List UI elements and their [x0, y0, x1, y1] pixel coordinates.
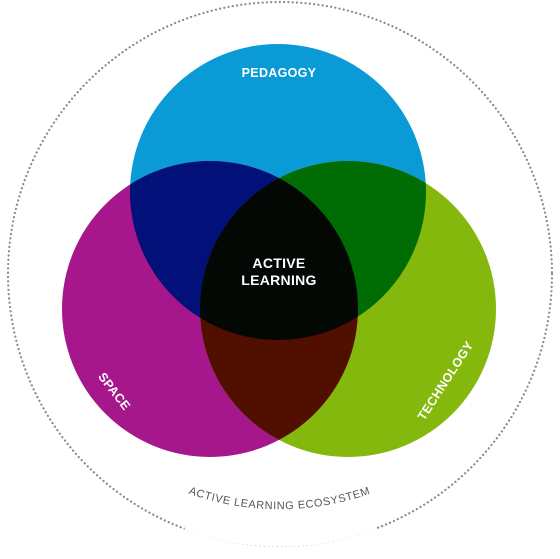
active-learning-center [200, 161, 358, 340]
ecosystem-label-path: ACTIVE LEARNING ECOSYSTEM [187, 485, 371, 512]
center-label-line1: ACTIVE [252, 255, 305, 271]
ecosystem-boundary [6, 0, 554, 548]
pedagogy-label: PEDAGOGY [242, 66, 317, 80]
center-label-line2: LEARNING [241, 272, 317, 288]
ecosystem-label: ACTIVE LEARNING ECOSYSTEM [187, 485, 372, 512]
